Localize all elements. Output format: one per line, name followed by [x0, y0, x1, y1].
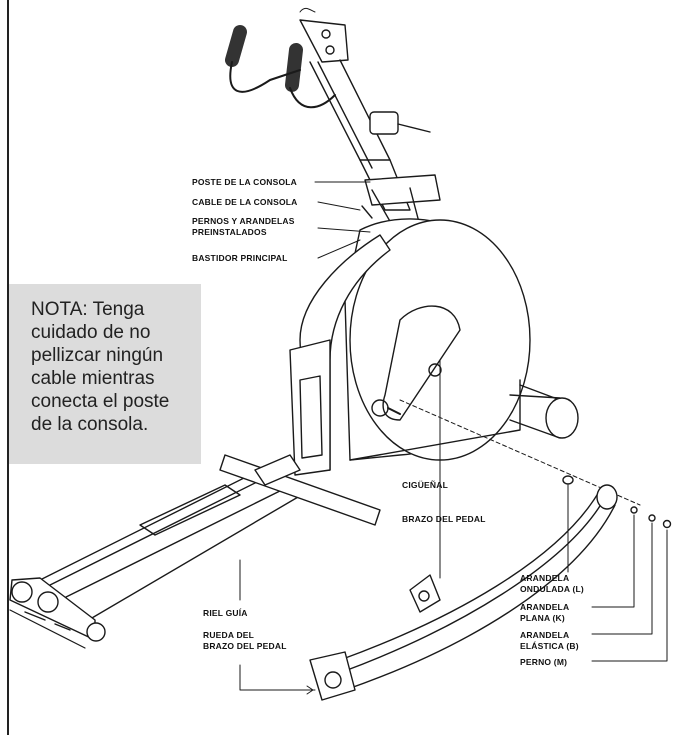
- label-guide-rail: RIEL GUÍA: [203, 608, 248, 618]
- label-console-cable: CABLE DE LA CONSOLA: [192, 197, 298, 207]
- label-console-post: POSTE DE LA CONSOLA: [192, 177, 298, 187]
- label-main-frame: BASTIDOR PRINCIPAL: [192, 253, 288, 263]
- note-line: NOTA: Tenga: [31, 299, 145, 320]
- pedal-arm: [309, 484, 618, 701]
- note-line: cable mientras: [31, 368, 155, 389]
- label-bolts-washers-1: PERNOS Y ARANDELAS: [192, 216, 295, 226]
- note-line: de la consola.: [31, 414, 149, 435]
- leader-lines: [239, 181, 668, 695]
- guide-rail-assembly: [9, 454, 381, 649]
- label-wave-washer-2: ONDULADA (L): [520, 584, 584, 594]
- note-box: NOTA: Tenga cuidado de no pellizcar ning…: [9, 284, 201, 464]
- label-lock-washer-2: ELÁSTICA (B): [520, 641, 579, 651]
- label-wave-washer-1: ARANDELA: [520, 573, 570, 583]
- label-lock-washer-1: ARANDELA: [520, 630, 570, 640]
- label-pedal-wheel-1: RUEDA DEL: [203, 630, 255, 640]
- label-flat-washer-1: ARANDELA: [520, 602, 570, 612]
- label-pedal-arm: BRAZO DEL PEDAL: [402, 514, 486, 524]
- note-line: pellizcar ningún: [31, 345, 164, 366]
- label-pedal-wheel-2: BRAZO DEL PEDAL: [203, 641, 287, 651]
- label-bolts-washers-2: PREINSTALADOS: [192, 227, 267, 237]
- note-line: conecta el poste: [31, 391, 170, 412]
- note-line: cuidado de no: [31, 322, 151, 343]
- label-flat-washer-2: PLANA (K): [520, 613, 565, 623]
- label-bolt: PERNO (M): [520, 657, 568, 667]
- label-crank: CIGÜEÑAL: [402, 480, 448, 490]
- main-frame: [289, 218, 579, 476]
- hardware: [562, 475, 672, 529]
- handlebar-assembly: [225, 7, 431, 211]
- page-border: [7, 0, 9, 735]
